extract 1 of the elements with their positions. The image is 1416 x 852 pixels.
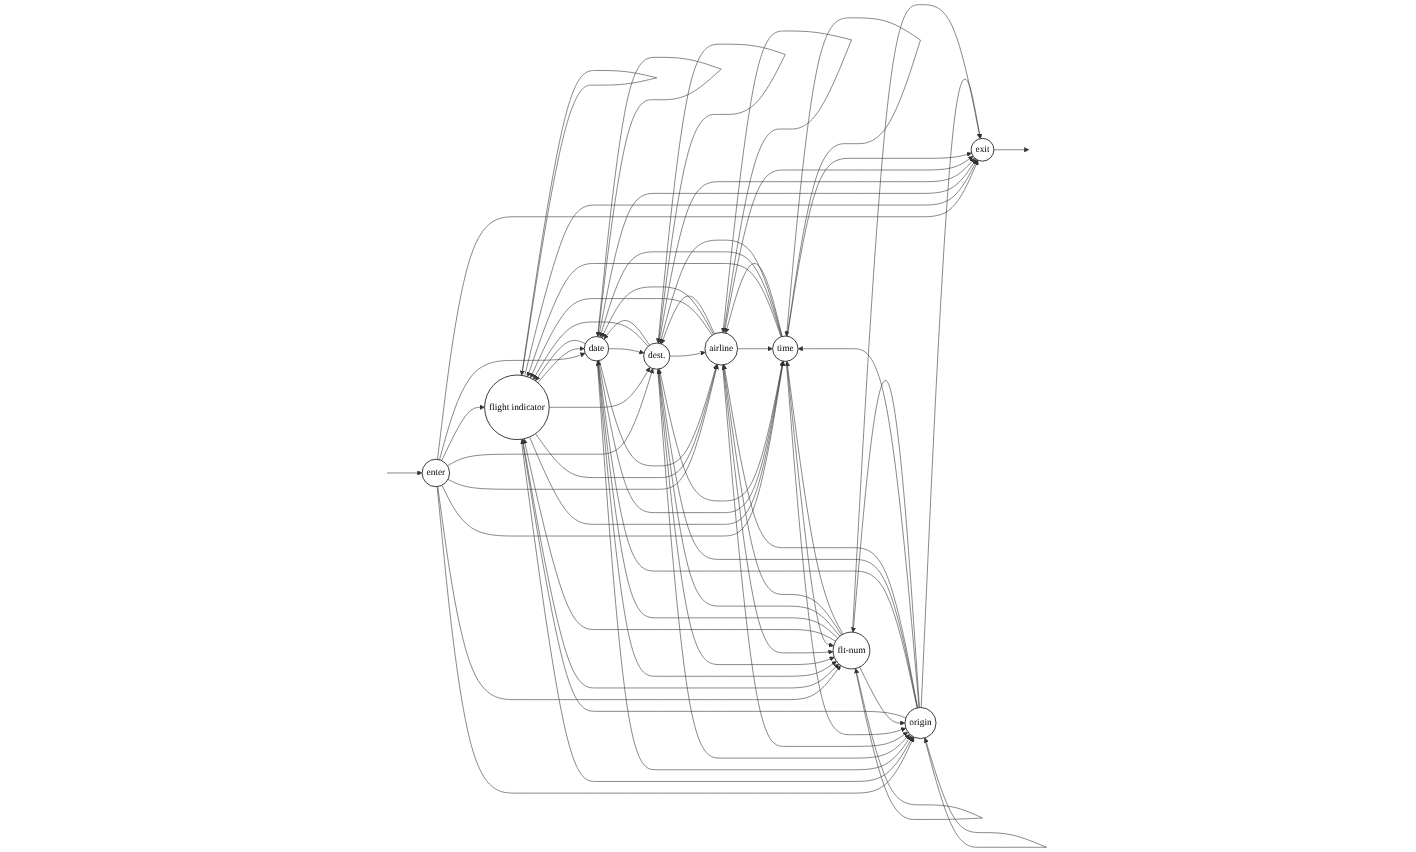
arrow <box>923 737 1047 848</box>
